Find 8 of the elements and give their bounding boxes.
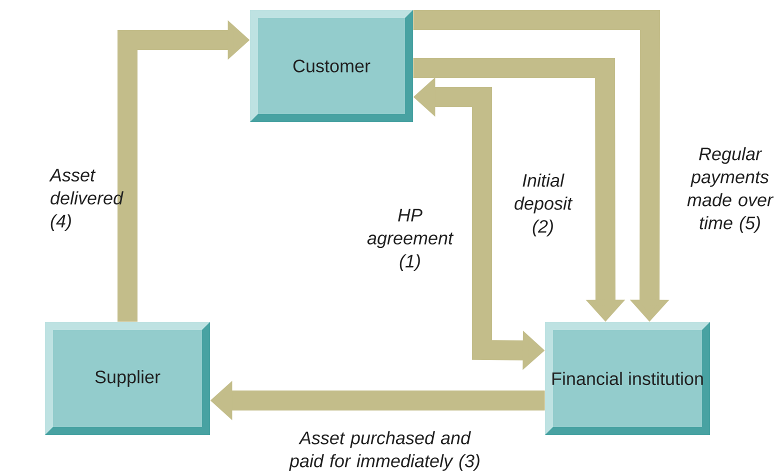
edge-label: Asset purchased and paid for immediately (3) bbox=[289, 431, 480, 471]
edge-label: Initial deposit (2) bbox=[514, 174, 573, 236]
edge-label: Regular payments made over time (5) bbox=[687, 147, 774, 233]
process-box: Supplier bbox=[45, 322, 210, 435]
process-box: Financial institution bbox=[545, 322, 710, 435]
edge-label: HP agreement (1) bbox=[367, 208, 454, 272]
process-box: Customer bbox=[250, 10, 413, 122]
edge-label: Asset delivered (4) bbox=[49, 168, 124, 232]
